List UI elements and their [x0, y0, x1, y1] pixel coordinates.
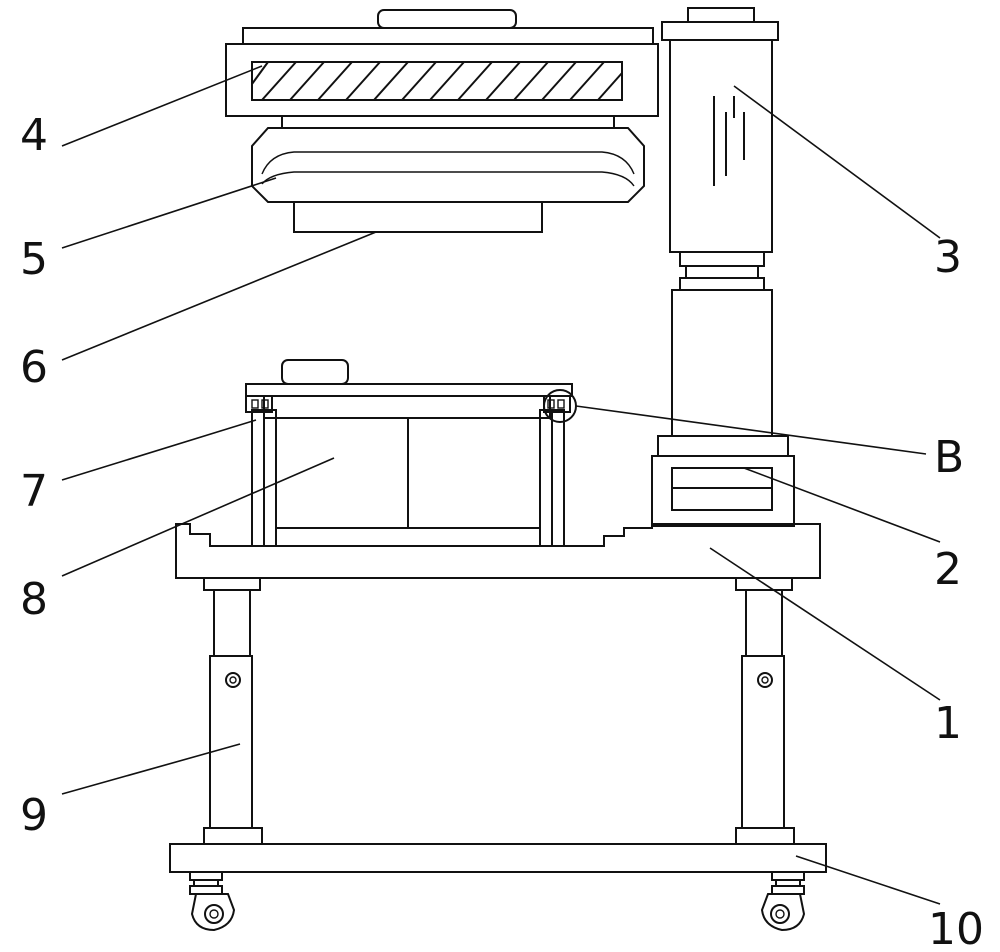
post-left-outer: [251, 409, 265, 547]
leg-left-upper: [213, 589, 251, 657]
wheel-right-mount: [771, 871, 805, 881]
clip-left-detail-2: [261, 399, 269, 409]
leg-left-foot: [203, 827, 263, 845]
column-cap: [687, 7, 755, 23]
label-6: 6: [20, 342, 48, 393]
label-7: 7: [20, 466, 48, 517]
wheel-left-hub: [209, 909, 219, 919]
top-head-assembly: [225, 9, 659, 233]
wheel-left-ring-2: [189, 885, 223, 895]
leg-left-top-pad: [203, 577, 261, 591]
top-plate: [242, 27, 654, 45]
leader-8: [61, 457, 335, 577]
frame-assembly: [245, 359, 577, 547]
leg-left-bolt: [225, 672, 241, 688]
leg-right-9: [735, 577, 795, 845]
clip-right-detail: [547, 399, 555, 409]
wheel-left-tire: [204, 904, 224, 924]
wheel-right-ring-2: [771, 885, 805, 895]
column-collar-1: [679, 251, 765, 267]
neck-plate: [281, 115, 615, 129]
leg-left-bolt-inner: [229, 676, 237, 684]
base-plate-10: [169, 843, 827, 873]
leader-B: [575, 405, 927, 455]
column-upper: [669, 39, 773, 253]
clip-left: [245, 395, 273, 413]
table-1: [175, 523, 821, 579]
leader-lines: [61, 65, 941, 905]
lid-handle: [281, 359, 349, 385]
leader-3: [733, 85, 941, 239]
post-right-inner: [539, 409, 553, 547]
table-top-1: [175, 523, 821, 579]
wheel-left-mount: [189, 871, 223, 881]
label-10: 10: [928, 904, 984, 952]
body-5: [251, 127, 645, 203]
lid-plate: [245, 383, 573, 397]
label-9: 9: [20, 790, 48, 841]
leader-7: [61, 419, 257, 481]
leg-left-9: [203, 577, 263, 845]
leg-right-foot: [735, 827, 795, 845]
label-3: 3: [934, 232, 962, 283]
callout-labels: 4 5 6 7 8 9 3 B 2 1 10: [20, 110, 984, 952]
leader-1: [709, 547, 941, 701]
column-lower: [671, 289, 773, 437]
label-8: 8: [20, 574, 48, 625]
leader-10: [795, 855, 941, 905]
post-left-inner: [263, 409, 277, 547]
leg-right-bolt-inner: [761, 676, 769, 684]
detail-circle-B: [543, 389, 577, 423]
label-4: 4: [20, 110, 48, 161]
column-foot: [657, 435, 789, 457]
leader-5: [61, 177, 277, 249]
housing-4: [225, 43, 659, 117]
wheel-right: [760, 871, 806, 932]
block-6: [293, 201, 543, 233]
leader-2: [743, 467, 941, 543]
column-cap-lower: [661, 21, 779, 41]
body-5-groove-bottom: [261, 171, 635, 187]
leg-right-bolt: [757, 672, 773, 688]
post-right-outer: [551, 409, 565, 547]
base-box-2: [651, 455, 795, 527]
wheel-left-fork: [190, 893, 236, 932]
leader-6: [61, 231, 377, 361]
column-shading: [713, 96, 745, 186]
wheel-right-fork: [760, 893, 806, 932]
clip-right-detail-2: [557, 399, 565, 409]
column-collar-3: [679, 277, 765, 291]
wheel-right-hub: [775, 909, 785, 919]
leader-9: [61, 743, 241, 795]
label-B: B: [934, 432, 964, 483]
hatched-element-4: [251, 61, 623, 101]
box-8-base: [275, 527, 541, 547]
frame-beam: [263, 395, 551, 419]
top-cap: [377, 9, 517, 29]
clip-left-detail: [251, 399, 259, 409]
label-2: 2: [934, 544, 962, 595]
wheel-left: [189, 871, 236, 932]
column-collar-2: [685, 265, 759, 279]
wheel-right-tire: [770, 904, 790, 924]
body-5-groove-top: [261, 151, 635, 175]
column-3: [651, 7, 795, 527]
leader-4: [61, 65, 263, 147]
label-5: 5: [20, 234, 48, 285]
label-1: 1: [934, 698, 962, 749]
leg-right-upper: [745, 589, 783, 657]
